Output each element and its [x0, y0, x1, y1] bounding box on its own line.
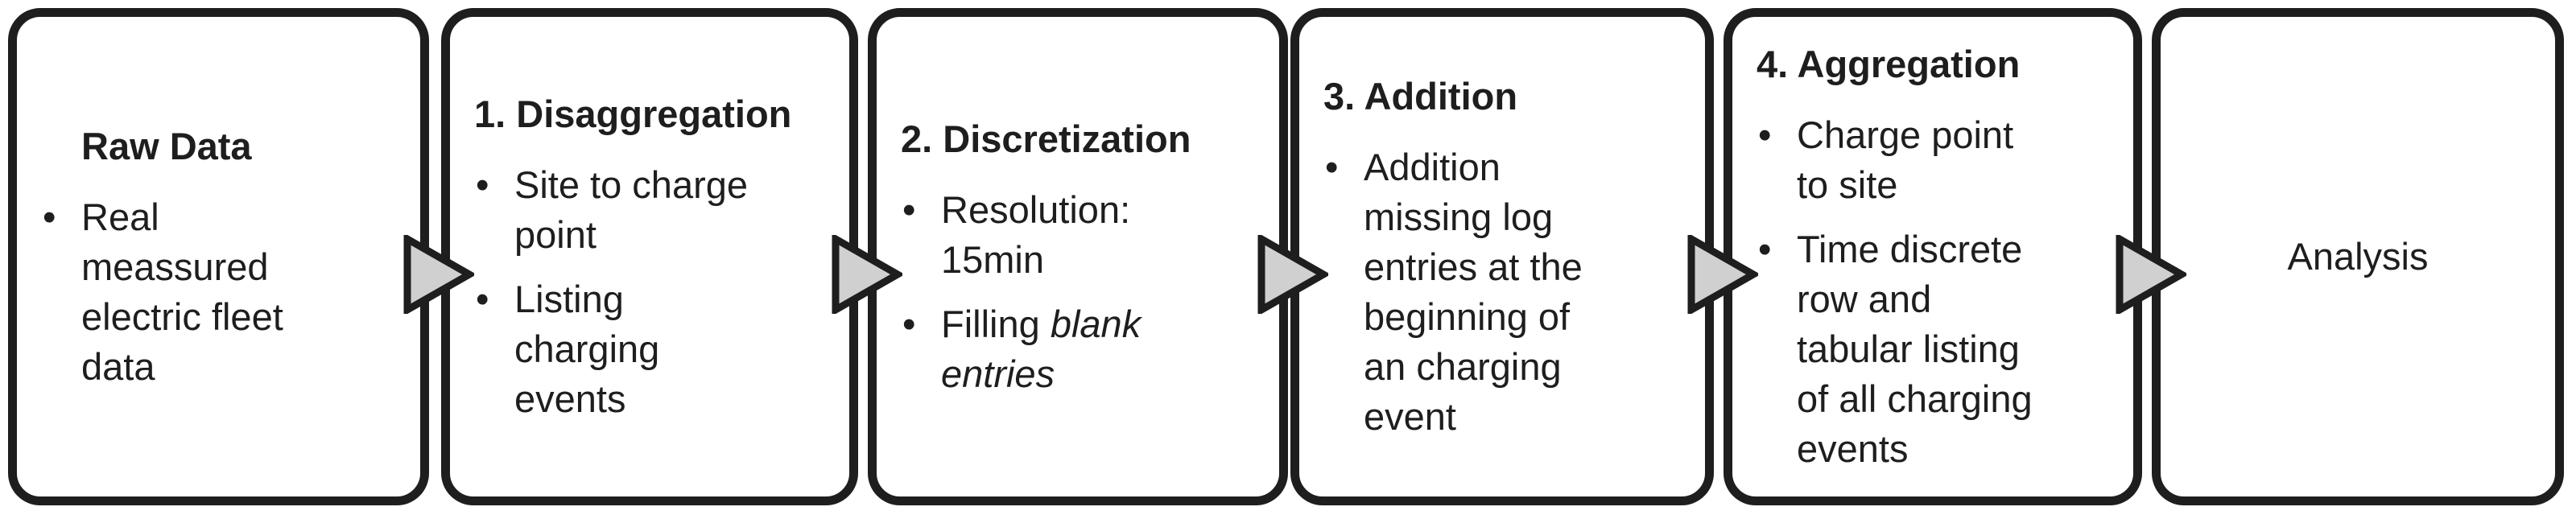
bullet-list: Addition missing log entries at the begi…: [1323, 142, 1694, 442]
bullet-text: Site to charge point: [514, 163, 749, 256]
bullet-list: Resolution: 15minFilling blank entries: [901, 185, 1268, 399]
flow-arrow-icon: [1257, 235, 1328, 314]
step-box-raw-data: Raw DataReal meassured electric fleet da…: [8, 8, 429, 505]
bullet-list: Site to charge pointListing charging eve…: [474, 160, 838, 424]
bullet-text: Listing charging events: [514, 278, 660, 420]
step-box-discretization: 2. DiscretizationResolution: 15minFillin…: [868, 8, 1288, 505]
flow-arrow-icon: [403, 235, 474, 314]
bullet-item: Site to charge point: [474, 160, 838, 260]
step-box-addition: 3. AdditionAddition missing log entries …: [1290, 8, 1714, 505]
bullet-item: Filling blank entries: [901, 299, 1268, 399]
bullet-item: Addition missing log entries at the begi…: [1323, 142, 1694, 442]
bullet-item: Resolution: 15min: [901, 185, 1268, 285]
bullet-item: Charge point to site: [1757, 110, 2122, 210]
step-title-analysis: Analysis: [2287, 235, 2429, 278]
bullet-text: Resolution: 15min: [941, 188, 1131, 281]
bullet-text: Addition missing log entries at the begi…: [1364, 146, 1583, 438]
bullet-list: Charge point to siteTime discrete row an…: [1757, 110, 2122, 474]
bullet-item: Listing charging events: [474, 274, 838, 424]
flow-arrow-icon: [832, 235, 902, 314]
bullet-item: Time discrete row and tabular listing of…: [1757, 225, 2122, 474]
flow-arrow-icon: [2116, 235, 2186, 314]
step-title-aggregation: 4. Aggregation: [1757, 43, 2021, 85]
step-box-aggregation: 4. AggregationCharge point to siteTime d…: [1724, 8, 2142, 505]
step-title-raw-data: Raw Data: [81, 125, 252, 167]
bullet-item: Real meassured electric fleet data: [41, 192, 409, 392]
step-box-analysis: Analysis: [2152, 8, 2564, 505]
step-title-addition: 3. Addition: [1323, 75, 1518, 117]
bullet-text-italic: blank entries: [941, 303, 1141, 395]
bullet-text: Charge point to site: [1797, 113, 2014, 206]
step-title-discretization: 2. Discretization: [901, 117, 1191, 160]
bullet-text: Time discrete row and tabular listing of…: [1797, 228, 2033, 470]
step-title-disaggregation: 1. Disaggregation: [474, 93, 792, 135]
bullet-list: Real meassured electric fleet data: [41, 192, 409, 392]
step-box-disaggregation: 1. DisaggregationSite to charge pointLis…: [441, 8, 858, 505]
flow-arrow-icon: [1687, 235, 1758, 314]
bullet-text: Filling: [941, 303, 1051, 345]
bullet-text: Real meassured electric fleet data: [81, 196, 283, 388]
